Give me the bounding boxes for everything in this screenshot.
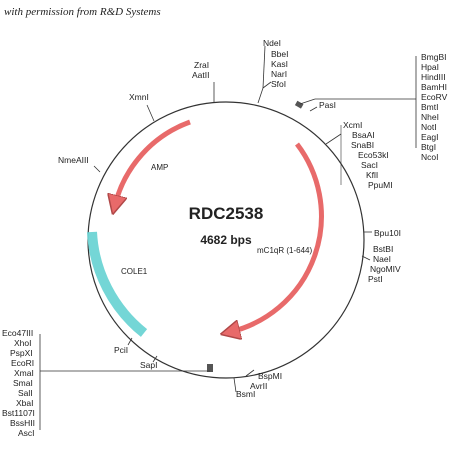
- mc1qr-feature: [230, 142, 324, 332]
- site-bsaai: BsaAI: [352, 130, 375, 140]
- site-bstbi: BstBI: [373, 244, 393, 254]
- site-kasi: KasI: [271, 59, 288, 69]
- site-ecori: EcoRI: [11, 358, 34, 368]
- site-sfoi: SfoI: [271, 79, 286, 89]
- site-psti: PstI: [368, 274, 383, 284]
- plasmid-size: 4682 bps: [200, 233, 252, 247]
- site-pspxi: PspXI: [10, 348, 33, 358]
- site-hpai: HpaI: [421, 62, 439, 72]
- cole1-label: COLE1: [121, 267, 148, 276]
- plasmid-name: RDC2538: [189, 204, 264, 223]
- site-pcii: PciI: [114, 345, 128, 355]
- site-ndei: NdeI: [263, 38, 281, 48]
- site-nmeaiii: NmeAIII: [58, 155, 89, 165]
- site-zrai: ZraI: [194, 60, 209, 70]
- site-bsshii: BssHII: [10, 418, 35, 428]
- site-nhei: NheI: [421, 112, 439, 122]
- site-xmai: XmaI: [14, 368, 34, 378]
- site-hindiii: HindIII: [421, 72, 446, 82]
- site-naei: NaeI: [373, 254, 391, 264]
- site-ppumi: PpuMI: [368, 180, 393, 190]
- site-bmgbi: BmgBI: [421, 52, 447, 62]
- site-snabi: SnaBI: [351, 140, 374, 150]
- site-sali: SalI: [18, 388, 33, 398]
- site-eco53ki: Eco53kI: [358, 150, 389, 160]
- site-ncoi: NcoI: [421, 152, 438, 162]
- site-nari: NarI: [271, 69, 287, 79]
- site-avrii: AvrII: [250, 381, 267, 391]
- site-bpu10i: Bpu10I: [374, 228, 401, 238]
- site-xbai: XbaI: [16, 398, 34, 408]
- site-bbei: BbeI: [271, 49, 289, 59]
- site-smai: SmaI: [13, 378, 33, 388]
- site-bsmi: BsmI: [236, 389, 255, 399]
- mc1qr-label: mC1qR (1-644): [257, 246, 312, 255]
- site-eagi: EagI: [421, 132, 439, 142]
- cole1-feature: [87, 231, 148, 337]
- site-asci: AscI: [18, 428, 35, 438]
- site-eco47iii: Eco47III: [2, 328, 33, 338]
- site-bamhi: BamHI: [421, 82, 447, 92]
- site-xhoi: XhoI: [14, 338, 32, 348]
- site-aatii: AatII: [192, 70, 209, 80]
- site-btgi: BtgI: [421, 142, 436, 152]
- site-noti: NotI: [421, 122, 437, 132]
- amp-label: AMP: [151, 163, 168, 172]
- site-xmni: XmnI: [129, 92, 149, 102]
- site-bst1107i: Bst1107I: [2, 408, 35, 418]
- site-sapi: SapI: [140, 360, 158, 370]
- promoter-block-top: [294, 100, 304, 109]
- site-bmti: BmtI: [421, 102, 438, 112]
- site-xcmi: XcmI: [343, 120, 362, 130]
- permission-caption: with permission from R&D Systems: [4, 6, 161, 18]
- site-bspmi: BspMI: [258, 371, 282, 381]
- promoter-block-bottom: [207, 364, 213, 372]
- amp-feature: [115, 119, 191, 205]
- site-ngomiv: NgoMIV: [370, 264, 401, 274]
- site-kfli: KflI: [366, 170, 378, 180]
- site-pasi: PasI: [319, 100, 336, 110]
- site-ecorv: EcoRV: [421, 92, 448, 102]
- site-saci: SacI: [361, 160, 378, 170]
